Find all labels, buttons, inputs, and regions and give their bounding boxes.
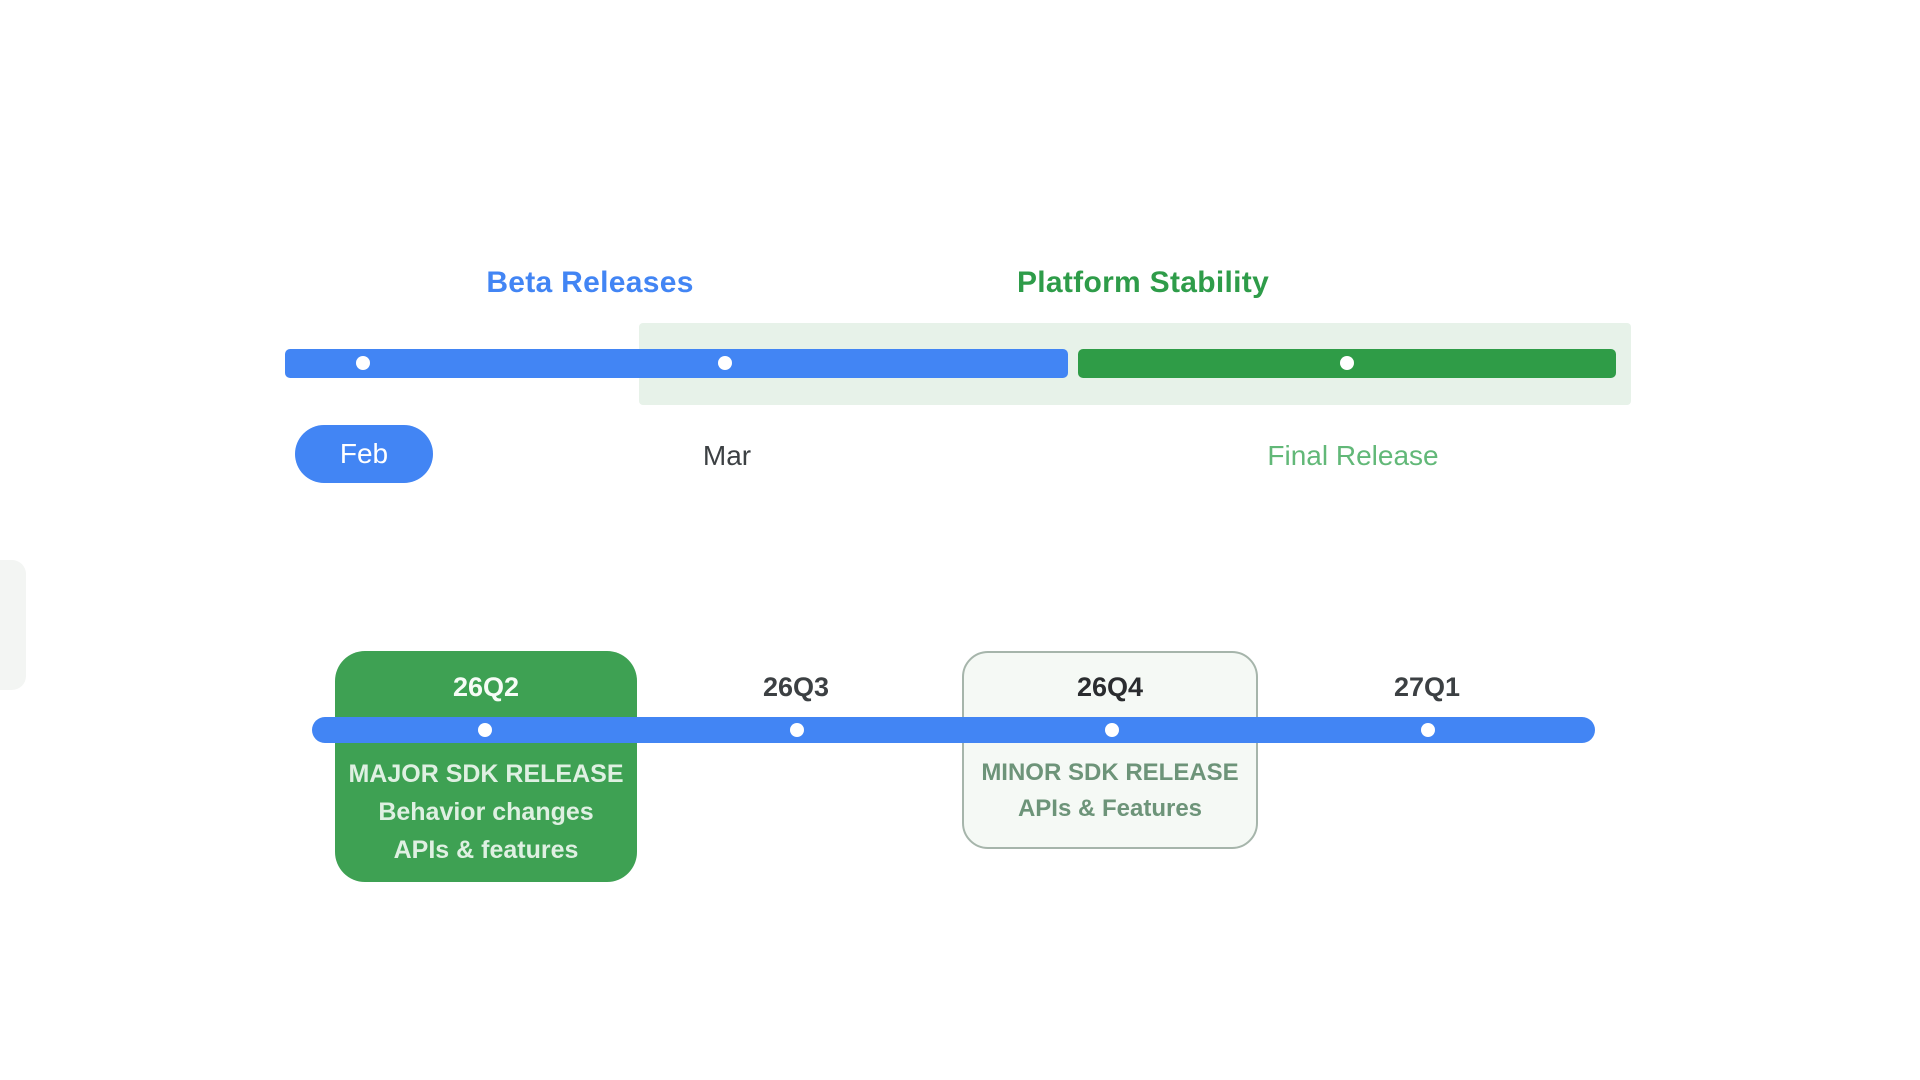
quarter-dot-26q2 — [478, 723, 492, 737]
quarter-label-26q3: 26Q3 — [762, 672, 830, 702]
major-sdk-release-card: 26Q2 MAJOR SDK RELEASE Behavior changes … — [335, 651, 637, 882]
final-release-milestone-label: Final Release — [1267, 440, 1439, 471]
milestone-dot-final — [1340, 356, 1354, 370]
major-card-line3: APIs & features — [393, 836, 579, 864]
minor-sdk-release-card: 26Q4 MINOR SDK RELEASE APIs & Features — [962, 651, 1258, 849]
quarter-dot-26q3 — [790, 723, 804, 737]
mar-milestone-label: Mar — [702, 440, 752, 471]
quarter-dot-26q4 — [1105, 723, 1119, 737]
feb-milestone-pill: Feb — [295, 425, 433, 483]
platform-stability-label: Platform Stability — [1016, 266, 1270, 299]
quarter-label-26q2: 26Q2 — [452, 672, 520, 702]
quarter-label-26q4: 26Q4 — [1076, 672, 1144, 702]
quarter-label-27q1: 27Q1 — [1393, 672, 1461, 702]
quarterly-timeline-bar — [312, 717, 1595, 743]
left-edge-artifact — [0, 560, 26, 690]
major-card-body: MAJOR SDK RELEASE Behavior changes APIs … — [335, 755, 637, 869]
minor-card-body: MINOR SDK RELEASE APIs & Features — [964, 755, 1256, 827]
beta-releases-bar — [285, 349, 1068, 378]
major-card-line1: MAJOR SDK RELEASE — [348, 760, 624, 788]
milestone-dot-mar — [718, 356, 732, 370]
minor-card-line1: MINOR SDK RELEASE — [981, 759, 1239, 786]
milestone-dot-feb — [356, 356, 370, 370]
major-card-line2: Behavior changes — [378, 798, 594, 826]
minor-card-line2: APIs & Features — [1017, 795, 1203, 822]
quarter-dot-27q1 — [1421, 723, 1435, 737]
beta-releases-label: Beta Releases — [486, 266, 694, 299]
feb-milestone-label: Feb — [339, 438, 389, 469]
